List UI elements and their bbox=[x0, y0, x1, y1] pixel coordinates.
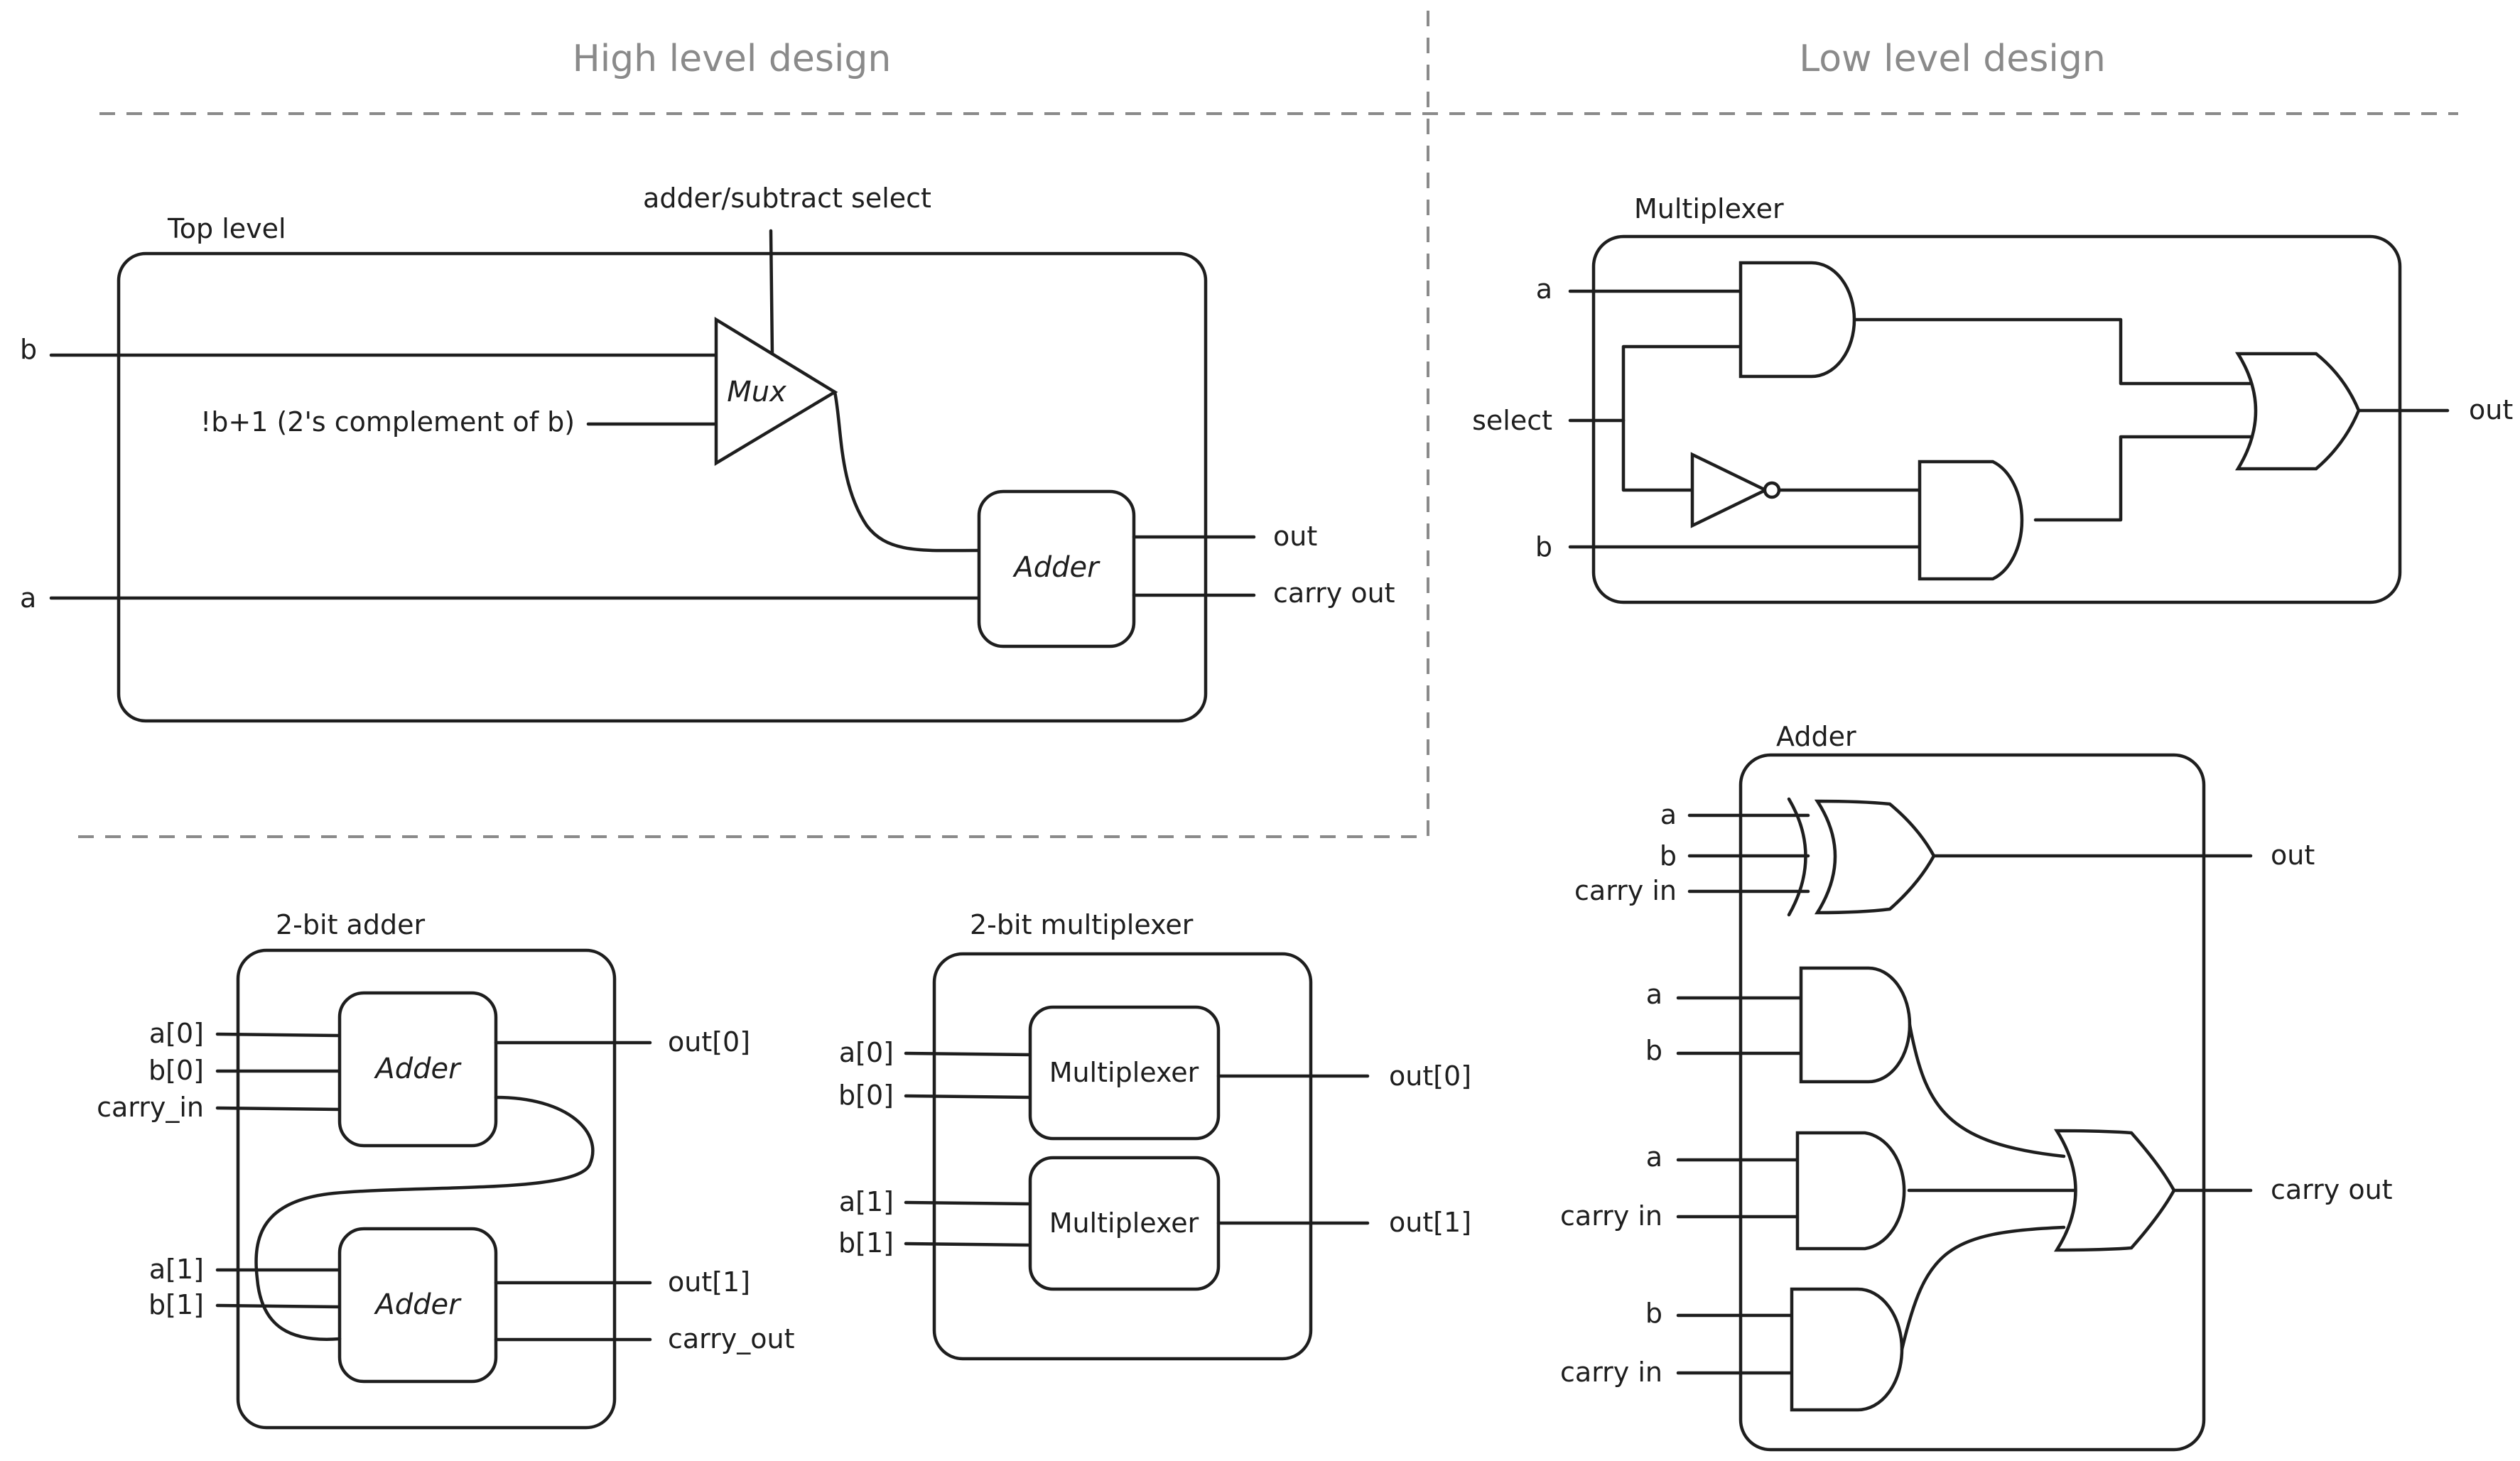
top-carry-out-label: carry out bbox=[1273, 577, 1395, 609]
carry-chain-wire bbox=[254, 1095, 595, 1341]
and1-to-or-wire bbox=[1852, 317, 2260, 386]
mux-a1-label: a[1] bbox=[839, 1186, 894, 1217]
mux-out1-label: out[1] bbox=[1389, 1207, 1471, 1238]
select-to-not-wire bbox=[1621, 418, 1694, 492]
adder-bit0-block bbox=[337, 991, 498, 1148]
out0-label: out[0] bbox=[668, 1026, 750, 1058]
adder-and-gate-2 bbox=[1795, 1131, 1906, 1251]
xor-b-label: b bbox=[1660, 840, 1677, 871]
and3-to-or-wire-adder bbox=[1900, 1225, 2066, 1352]
select-wire bbox=[769, 229, 774, 357]
and1-a-label: a bbox=[1646, 979, 1662, 1010]
adder-bit1-label: Adder bbox=[373, 1288, 462, 1321]
two-bit-mux-diagram: 2-bit multiplexer a[0] b[0] a[1] b[1] Mu… bbox=[838, 909, 1471, 1361]
and2-a-label: a bbox=[1646, 1141, 1662, 1173]
and3-b-label: b bbox=[1645, 1298, 1662, 1329]
input-b-complement-label: !b+1 (2's complement of b) bbox=[200, 406, 575, 438]
multiplexer-title: Multiplexer bbox=[1634, 193, 1784, 224]
or-gate-mux bbox=[2234, 352, 2361, 471]
two-bit-mux-title: 2-bit multiplexer bbox=[970, 909, 1194, 940]
top-adder-label: Adder bbox=[1012, 551, 1101, 584]
adder-carry-out-label: carry out bbox=[2271, 1174, 2393, 1205]
top-level-diagram: Top level adder/subtract select b !b+1 (… bbox=[20, 183, 1395, 723]
a0-label: a[0] bbox=[149, 1018, 204, 1049]
mux-a0-wire bbox=[904, 1051, 1032, 1057]
not-gate bbox=[1690, 452, 1770, 528]
mux-a0-label: a[0] bbox=[839, 1037, 894, 1068]
and2-carry-in-label: carry in bbox=[1560, 1200, 1662, 1232]
adder-bit0-label: Adder bbox=[373, 1053, 462, 1085]
b1-wire bbox=[215, 1303, 342, 1309]
b0-label: b[0] bbox=[148, 1055, 204, 1086]
input-b-label: b bbox=[20, 334, 37, 365]
adder-frame bbox=[1738, 753, 2206, 1452]
carry-in-label: carry_in bbox=[97, 1092, 204, 1123]
adder-title: Adder bbox=[1776, 721, 1856, 752]
top-level-frame bbox=[117, 251, 1208, 723]
high-level-header: High level design bbox=[573, 38, 892, 80]
adder-diagram: Adder a b carry in out a b a carry in b … bbox=[1560, 721, 2393, 1452]
mux-b1-wire bbox=[904, 1242, 1032, 1247]
adder-or-gate bbox=[2053, 1129, 2176, 1252]
and3-carry-in-label: carry in bbox=[1560, 1357, 1662, 1388]
adder-bit1-block bbox=[337, 1227, 498, 1384]
xor-a-label: a bbox=[1660, 799, 1677, 830]
mux-b0-label: b[0] bbox=[838, 1080, 894, 1111]
out1-label: out[1] bbox=[668, 1266, 750, 1298]
and-gate-2 bbox=[1918, 460, 2024, 581]
mux-out0-label: out[0] bbox=[1389, 1060, 1471, 1092]
low-level-header: Low level design bbox=[1799, 38, 2106, 80]
b1-label: b[1] bbox=[148, 1289, 204, 1320]
carry-in-wire bbox=[215, 1106, 342, 1112]
adder-subtract-select-label: adder/subtract select bbox=[643, 183, 931, 214]
two-bit-adder-diagram: 2-bit adder a[0] b[0] carry_in a[1] b[1]… bbox=[97, 909, 794, 1430]
mux-in-b-label: b bbox=[1535, 531, 1552, 563]
not-bubble bbox=[1763, 481, 1781, 499]
carry-out-label: carry_out bbox=[668, 1323, 794, 1354]
adder-out-label: out bbox=[2271, 840, 2315, 871]
select-to-and1-wire bbox=[1621, 344, 1743, 423]
mux-b0-wire bbox=[904, 1094, 1032, 1099]
adder-and-gate-1 bbox=[1799, 966, 1912, 1084]
mux-bit0-label: Multiplexer bbox=[1049, 1057, 1199, 1088]
multiplexer-diagram: Multiplexer a select b out bbox=[1472, 193, 2513, 604]
mux-label: Mux bbox=[727, 376, 786, 408]
mux-in-select-label: select bbox=[1472, 405, 1552, 436]
mux-b1-label: b[1] bbox=[838, 1227, 894, 1259]
mux-out-label: out bbox=[2469, 394, 2513, 425]
xor-gate bbox=[1814, 799, 1936, 915]
mux-bit0-block bbox=[1028, 1005, 1221, 1141]
and1-to-or-wire-adder bbox=[1908, 1023, 2066, 1158]
xor-carry-in-label: carry in bbox=[1574, 875, 1677, 906]
mux-bit1-label: Multiplexer bbox=[1049, 1207, 1199, 1239]
a1-label: a[1] bbox=[149, 1254, 204, 1285]
top-level-title: Top level bbox=[167, 213, 286, 244]
a0-wire bbox=[215, 1032, 342, 1038]
top-out-label: out bbox=[1273, 521, 1317, 552]
and-gate-1 bbox=[1738, 261, 1856, 379]
mux-in-a-label: a bbox=[1536, 273, 1552, 305]
mux-triangle bbox=[714, 316, 838, 466]
and2-to-or-wire bbox=[2033, 435, 2260, 522]
adder-and-gate-3 bbox=[1790, 1287, 1904, 1412]
two-bit-adder-title: 2-bit adder bbox=[276, 909, 425, 940]
mux-to-adder-wire bbox=[833, 390, 981, 553]
input-a-label: a bbox=[20, 582, 36, 614]
and1-b-label: b bbox=[1645, 1035, 1662, 1066]
mux-a1-wire bbox=[904, 1200, 1032, 1206]
top-adder-block bbox=[977, 489, 1136, 648]
xor-input-arc bbox=[1787, 797, 1807, 917]
